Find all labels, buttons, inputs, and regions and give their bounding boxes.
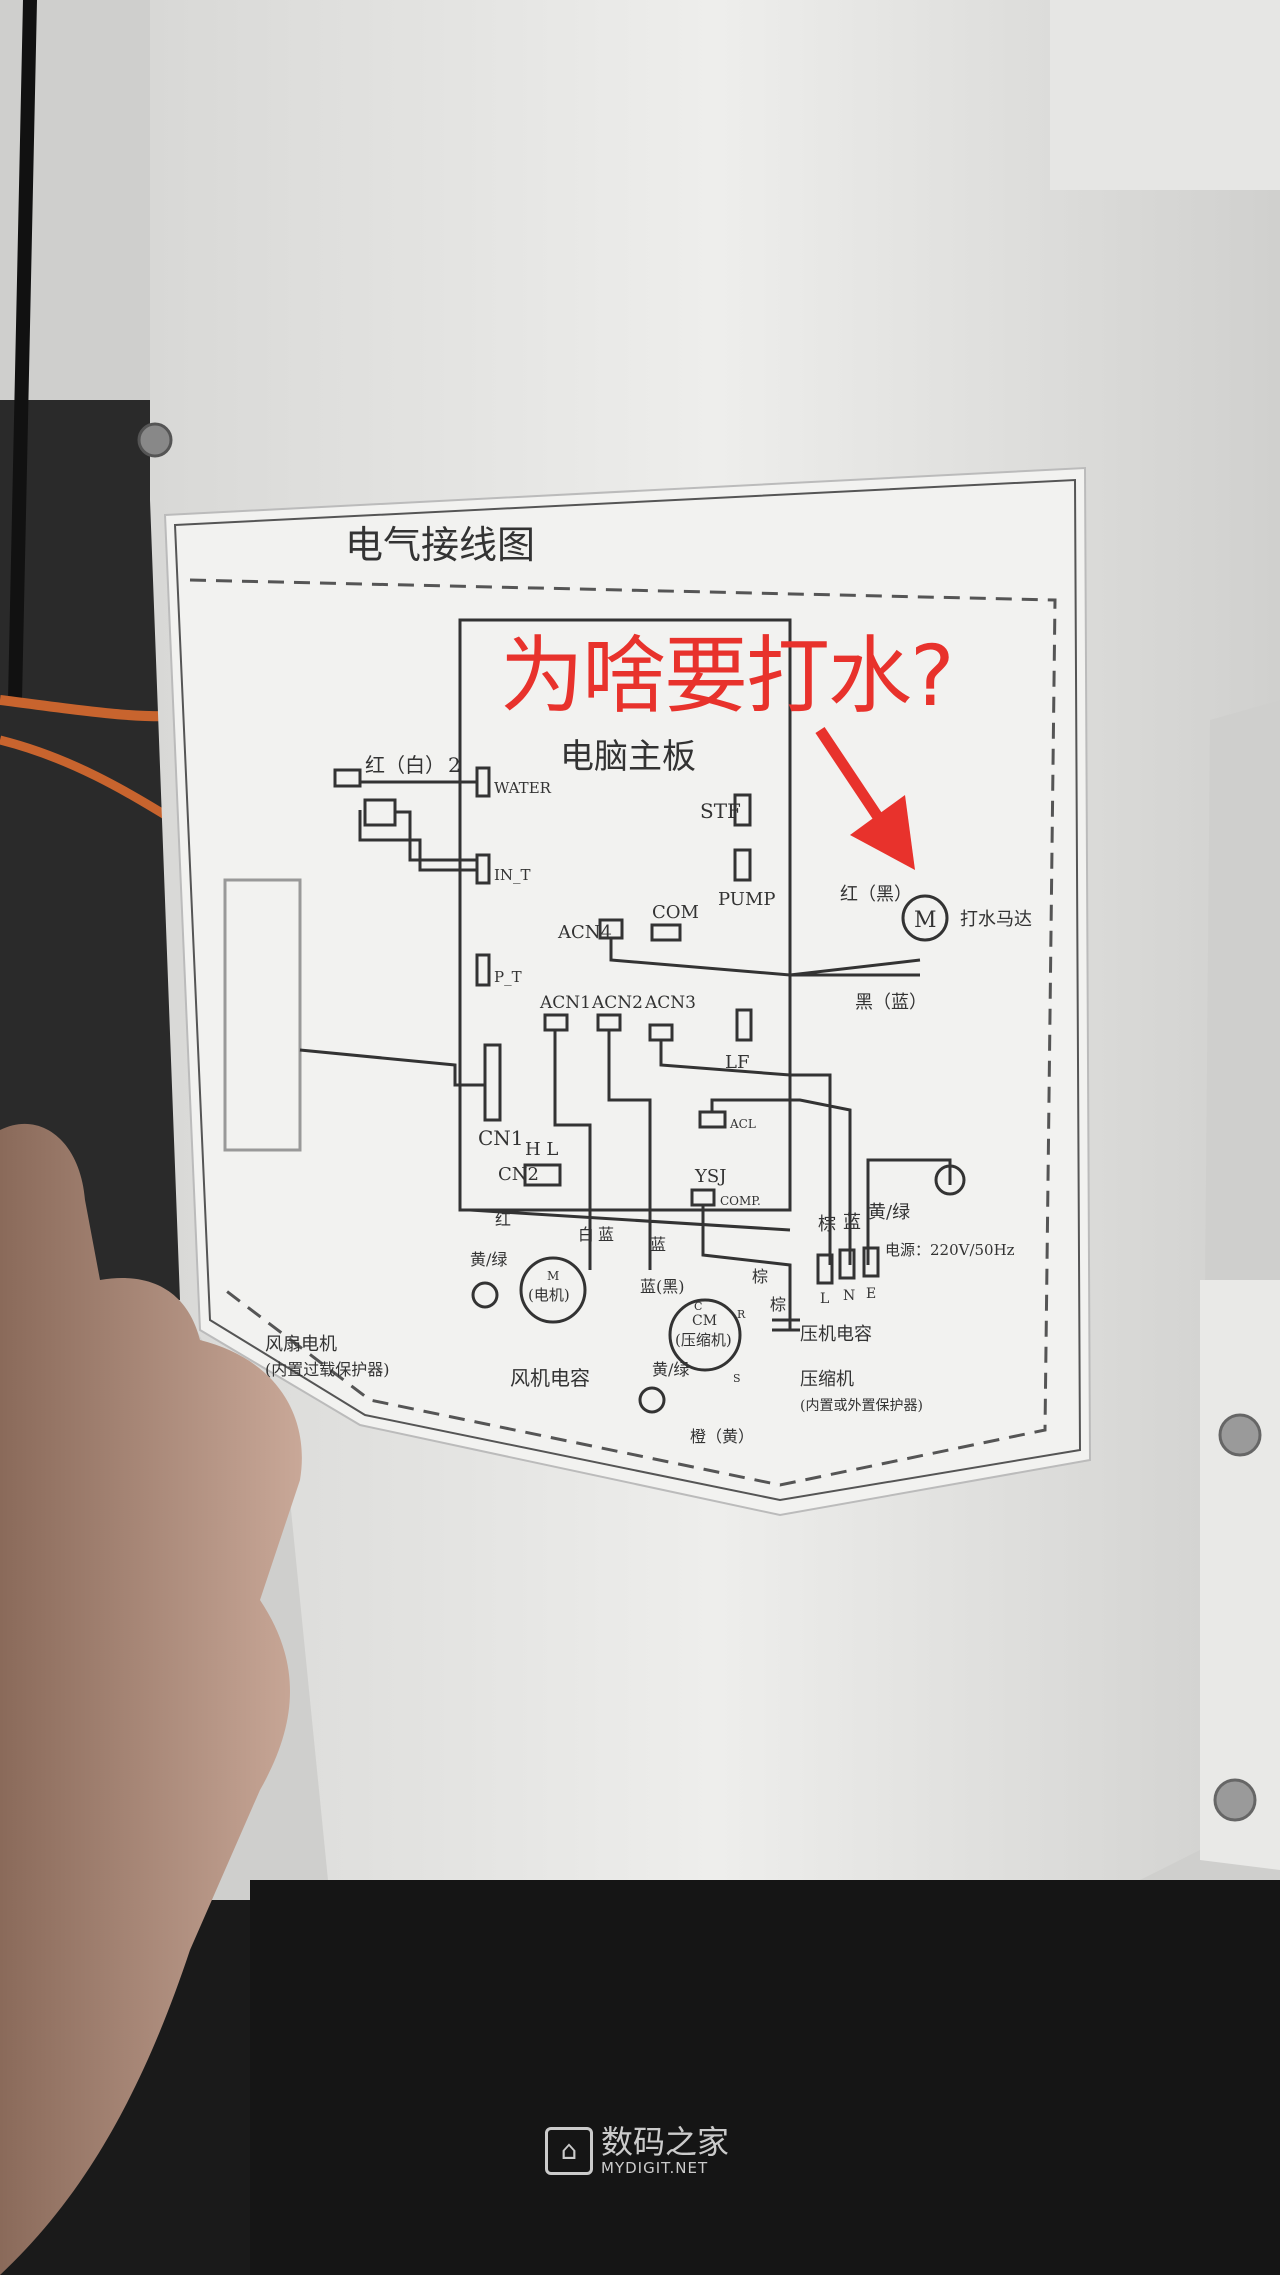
compressor-capacitor [772, 1318, 800, 1332]
wire [358, 810, 477, 872]
black-cable [8, 0, 37, 701]
port-label: CN2 [498, 1164, 539, 1185]
wire-label: 棕 [818, 1214, 836, 1235]
ground-symbol [638, 1386, 666, 1414]
port-label: P_T [494, 968, 522, 986]
port-stf [733, 793, 752, 827]
terminal-n [838, 1248, 856, 1280]
port-label: PUMP [718, 889, 776, 910]
port-label: COM [652, 902, 699, 923]
fan-capacitor-label: 风机电容 [510, 1366, 590, 1390]
terminal-l [816, 1253, 834, 1285]
port-label: ACN4 [557, 922, 612, 943]
red-arrow-head [850, 795, 915, 870]
wire-label: 黄/绿 [470, 1250, 507, 1269]
sticker-border [173, 478, 1082, 1502]
wire [866, 1158, 952, 1265]
ground-symbol [934, 1164, 966, 1196]
terminal-e [862, 1246, 880, 1278]
home-logo-icon: ⌂ [545, 2127, 593, 2175]
fan-motor-label: 风扇电机 [265, 1334, 337, 1355]
hand [0, 1123, 302, 2275]
port-label: CN1 [478, 1126, 524, 1150]
wire-label: 红（黑） [840, 884, 912, 905]
port-lf [735, 1008, 753, 1042]
port-cn2 [523, 1163, 562, 1187]
compressor-label: 压缩机 [800, 1369, 854, 1390]
main-board [458, 618, 792, 1212]
wire-label: E [866, 1286, 876, 1302]
compressor-name: (压缩机) [675, 1331, 732, 1349]
port-label: WATER [494, 779, 552, 797]
watermark-name: 数码之家 [601, 2123, 730, 2161]
wire-label: N [843, 1288, 855, 1304]
compressor-capacitor-label: 压机电容 [800, 1324, 872, 1345]
port-p-t [475, 953, 491, 987]
port-label: IN_T [494, 866, 531, 884]
wire-label: 蓝(黑) [640, 1277, 685, 1296]
port-label: YSJ [694, 1166, 726, 1187]
wire-label: 黑（蓝） [855, 992, 927, 1013]
port-label: LF [725, 1052, 749, 1073]
screw-icon [137, 422, 173, 458]
wire-label: C [694, 1300, 702, 1313]
display-board [223, 878, 302, 1152]
wire-label: 蓝 [650, 1235, 666, 1254]
wire-label: 黄/绿 [868, 1202, 910, 1223]
port-label: ACL [729, 1117, 756, 1131]
wire-label: 棕 [770, 1295, 786, 1314]
wire-label: L [820, 1291, 829, 1307]
wire-label: 2 [448, 753, 461, 777]
port-in-t [475, 853, 491, 885]
compressor-symbol-label: CM [692, 1313, 717, 1329]
wire-label: 红 [495, 1210, 511, 1229]
port-com [650, 923, 682, 942]
diagram-title: 电气接线图 [345, 523, 535, 567]
fan-motor-symbol [519, 1256, 587, 1324]
wire-label: 蓝 [598, 1225, 614, 1244]
bottom-dark-base [250, 1880, 1280, 2275]
wire-label: S [733, 1372, 741, 1385]
wire-label: 橙（黄） [690, 1427, 754, 1446]
port-water [475, 766, 491, 798]
port-cn1 [483, 1043, 502, 1122]
board-label: 电脑主板 [560, 737, 696, 777]
fan-motor-note: (内置过载保护器) [265, 1360, 390, 1379]
port-label: H L [525, 1139, 558, 1160]
water-sensor [333, 768, 362, 788]
motor-symbol-label: M [914, 908, 937, 933]
port-label: ACN1 [539, 993, 591, 1013]
wire-label: R [737, 1308, 746, 1321]
wiring-sticker [163, 466, 1092, 1517]
screw-icon [1213, 1778, 1257, 1822]
power-label: 电源：220V/50Hz [885, 1241, 1015, 1259]
pump-motor-symbol [901, 894, 949, 942]
wire-label: 红（白） [365, 753, 445, 777]
ground-symbol [471, 1281, 499, 1309]
port-label: ACN3 [644, 993, 696, 1013]
wire-label: 蓝 [843, 1212, 861, 1233]
fan-motor-symbol-label: M [547, 1269, 559, 1283]
port-pump [733, 848, 752, 882]
watermark: ⌂ 数码之家 MYDIGIT.NET [545, 2125, 729, 2177]
compressor-symbol [668, 1298, 742, 1372]
port-label: COMP. [720, 1194, 761, 1208]
wire-label: 棕 [752, 1267, 768, 1286]
screw-icon [1218, 1413, 1262, 1457]
fan-motor-name: (电机) [528, 1286, 570, 1304]
wire [469, 938, 921, 1330]
wire-label: 白 [578, 1225, 594, 1244]
watermark-url: MYDIGIT.NET [601, 2159, 709, 2177]
wire [299, 1048, 485, 1087]
annotation-text: 为啥要打水? [500, 627, 955, 725]
port-label: ACN2 [591, 993, 643, 1013]
pump-motor-label: 打水马达 [960, 909, 1032, 930]
dashed-frame [189, 578, 1057, 1487]
compressor-note: (内置或外置保护器) [800, 1398, 923, 1414]
tank-right-panel [1050, 0, 1280, 190]
wire-label: 黄/绿 [652, 1360, 689, 1379]
